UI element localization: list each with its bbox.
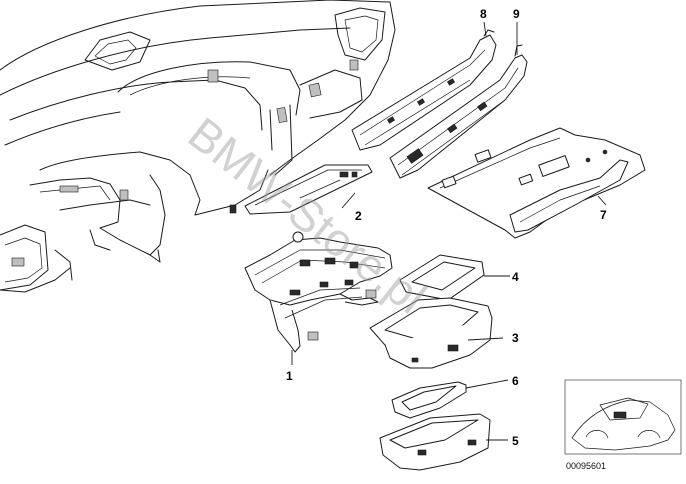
part-7-floor-panel (427, 127, 646, 239)
callout-7: 7 (600, 208, 607, 222)
callout-6: 6 (512, 374, 519, 388)
callout-5: 5 (512, 434, 519, 448)
part-9-trim-strip (389, 44, 528, 179)
callout-2: 2 (355, 209, 362, 223)
dashboard-outline (0, 0, 396, 293)
part-2-cover-panel (244, 164, 373, 215)
callout-1: 1 (286, 369, 293, 383)
callout-4: 4 (512, 270, 519, 284)
vehicle-location-inset (564, 379, 682, 455)
part-8-trim-strip (351, 29, 497, 151)
part-1-center-console-frame (244, 231, 393, 353)
part-3-storage-tray (369, 297, 493, 369)
callout-8: 8 (480, 7, 487, 21)
part-4-tray-insert (399, 254, 485, 301)
callout-labels: 1 2 3 4 5 6 7 8 9 (286, 7, 607, 448)
callout-9: 9 (513, 7, 520, 21)
diagram-reference-number: 00095601 (566, 461, 606, 471)
part-6-small-tray (391, 381, 467, 419)
callout-leaders (291, 21, 607, 441)
callout-3: 3 (512, 331, 519, 345)
part-5-lower-tray (379, 413, 491, 471)
